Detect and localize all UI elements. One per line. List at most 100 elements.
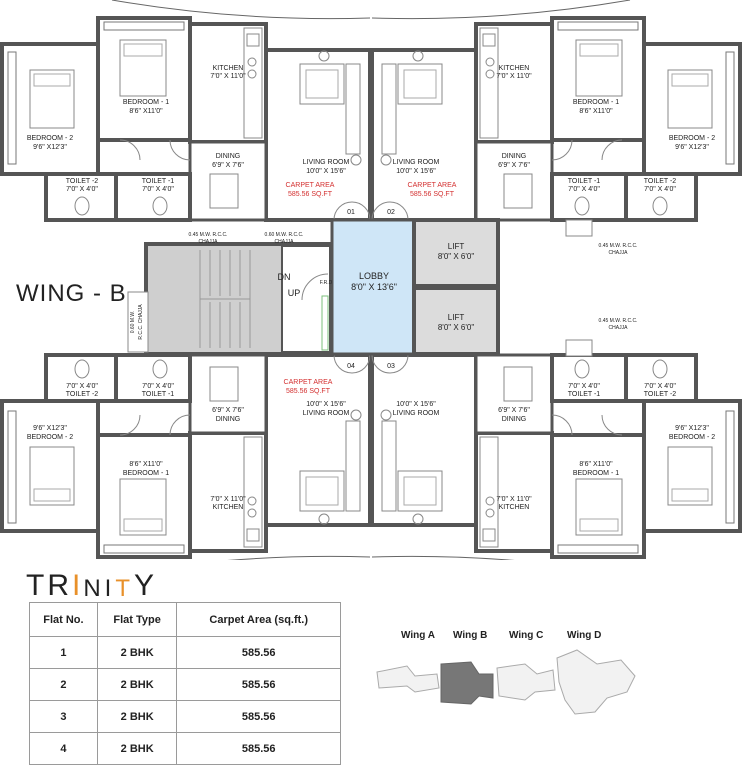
key-wing-d <box>556 649 636 715</box>
flat-02-toilet1-size-label: 7'0" X 4'0" <box>568 186 600 193</box>
carpet-area-value: 585.56 SQ.FT <box>288 191 333 198</box>
cell-carpet-area: 585.56 <box>176 700 341 733</box>
flat-02-bedroom1-label: BEDROOM - 1 <box>573 99 619 106</box>
chajja-note: 0.45 M.W. R.C.C. <box>599 318 638 324</box>
flat-03 <box>370 353 742 560</box>
flat-02-living-size-label: 10'0" X 15'6" <box>396 168 436 175</box>
chajja-note: CHAJJA <box>609 325 629 331</box>
flat-04-bedroom2-size-label: 9'6" X12'3" <box>33 425 67 432</box>
key-label-wing-c: Wing C <box>509 630 544 641</box>
flat-04-kitchen-size-label: 7'0" X 11'0" <box>210 496 246 503</box>
flat-02-bedroom2-size-label: 9'6" X12'3" <box>675 144 709 151</box>
flat-03-bedroom1-label: BEDROOM - 1 <box>573 470 619 477</box>
flat-03-kitchen-size-label: 7'0" X 11'0" <box>496 496 532 503</box>
flat-02-toilet1-label: TOILET -1 <box>568 178 601 185</box>
stair-dn-label: DN <box>278 272 291 282</box>
chajja-note: CHAJJA <box>199 239 219 245</box>
table-row: 2 2 BHK 585.56 <box>29 668 341 701</box>
cell-carpet-area: 585.56 <box>176 668 341 701</box>
flat-02-toilet2-size-label: 7'0" X 4'0" <box>644 186 676 193</box>
flat-04-living-label: LIVING ROOM <box>303 410 350 417</box>
key-wing-b <box>440 661 494 705</box>
flat-03-toilet2-size-label: 7'0" X 4'0" <box>644 383 676 390</box>
cell-flat-no: 4 <box>29 732 98 765</box>
flat-03-kitchen-label: KITCHEN <box>499 504 530 511</box>
flat-01-living-label: LIVING ROOM <box>303 159 350 166</box>
flat-04-living-size-label: 10'0" X 15'6" <box>306 401 346 408</box>
lobby <box>330 218 416 356</box>
flat-04-bedroom1-label: BEDROOM - 1 <box>123 470 169 477</box>
header-flat-type: Flat Type <box>96 602 178 637</box>
flat-02-dining-size-label: 6'9" X 7'6" <box>498 162 530 169</box>
flat-04-toilet1-label: TOILET -1 <box>142 391 175 398</box>
flat-01-kitchen-size-label: 7'0" X 11'0" <box>210 73 246 80</box>
table-row: 3 2 BHK 585.56 <box>29 700 341 733</box>
chajja-note: 0.60 M.W. R.C.C. <box>265 232 304 238</box>
flat-01-toilet1-label: TOILET -1 <box>142 178 175 185</box>
chajja-note: 0.60 M.W. <box>130 311 136 334</box>
flat-02-bedroom1-size-label: 8'6" X11'0" <box>579 108 613 115</box>
flat-01-living-size-label: 10'0" X 15'6" <box>306 168 346 175</box>
table-row: 1 2 BHK 585.56 <box>29 636 341 669</box>
flat-01-toilet2-label: TOILET -2 <box>66 178 99 185</box>
cell-flat-type: 2 BHK <box>96 732 178 765</box>
key-label-wing-b: Wing B <box>453 630 488 641</box>
carpet-area-value: 585.56 SQ.FT <box>286 388 331 395</box>
wing-title: WING - B <box>16 280 127 307</box>
key-wing-c <box>496 663 556 701</box>
flat-03-living-label: LIVING ROOM <box>393 410 440 417</box>
flat-03-toilet2-label: TOILET -2 <box>644 391 677 398</box>
flat-03-living-size-label: 10'0" X 15'6" <box>396 401 436 408</box>
flat-04-dining-label: DINING <box>216 416 241 423</box>
flat-04-toilet1-size-label: 7'0" X 4'0" <box>142 383 174 390</box>
stair-up-label: UP <box>288 288 301 298</box>
flat-04-bedroom1-size-label: 8'6" X11'0" <box>129 461 163 468</box>
flat-03-dining-size-label: 6'9" X 7'6" <box>498 407 530 414</box>
flat-01-dining-size-label: 6'9" X 7'6" <box>212 162 244 169</box>
flat-01-dining-label: DINING <box>216 153 241 160</box>
flat-04-dining-size-label: 6'9" X 7'6" <box>212 407 244 414</box>
flat-03-dining-label: DINING <box>502 416 527 423</box>
flat-02-toilet2-label: TOILET -2 <box>644 178 677 185</box>
flat-03-bedroom2-label: BEDROOM - 2 <box>669 434 715 441</box>
table-row: 4 2 BHK 585.56 <box>29 732 341 765</box>
key-label-wing-a: Wing A <box>401 630 435 641</box>
table-header-row: Flat No. Flat Type Carpet Area (sq.ft.) <box>29 602 341 637</box>
flat-number-01: 01 <box>347 209 355 216</box>
cell-flat-type: 2 BHK <box>96 700 178 733</box>
lift-1 <box>412 218 500 288</box>
header-flat-no: Flat No. <box>29 602 98 637</box>
flat-03-bedroom1-size-label: 8'6" X11'0" <box>579 461 613 468</box>
carpet-area-label: CARPET AREA <box>286 182 335 189</box>
frd-label: F.R.D <box>320 280 333 286</box>
cell-carpet-area: 585.56 <box>176 636 341 669</box>
flat-03-toilet1-size-label: 7'0" X 4'0" <box>568 383 600 390</box>
chajja-note: CHAJJA <box>609 250 629 256</box>
flat-01-kitchen-label: KITCHEN <box>213 65 244 72</box>
carpet-area-label: CARPET AREA <box>408 182 457 189</box>
chajja-note: 0.45 M.W. R.C.C. <box>189 232 228 238</box>
flat-03-toilet1-label: TOILET -1 <box>568 391 601 398</box>
flat-01-bedroom1-size-label: 8'6" X11'0" <box>129 108 163 115</box>
key-plan: Wing A Wing B Wing C Wing D <box>375 630 655 725</box>
area-table: Flat No. Flat Type Carpet Area (sq.ft.) … <box>29 602 341 765</box>
cell-carpet-area: 585.56 <box>176 732 341 765</box>
cell-flat-type: 2 BHK <box>96 636 178 669</box>
flat-01-toilet2-size-label: 7'0" X 4'0" <box>66 186 98 193</box>
carpet-area-label: CARPET AREA <box>284 379 333 386</box>
flat-02-bedroom2-label: BEDROOM - 2 <box>669 135 715 142</box>
flat-02-kitchen-label: KITCHEN <box>499 65 530 72</box>
flat-01-bedroom2-label: BEDROOM - 2 <box>27 135 73 142</box>
lift-2 <box>412 286 500 356</box>
flat-04-toilet2-label: TOILET -2 <box>66 391 99 398</box>
lift-1-label: LIFT <box>448 242 465 251</box>
flat-01-bedroom2-size-label: 9'6" X12'3" <box>33 144 67 151</box>
flat-02-dining-label: DINING <box>502 153 527 160</box>
chajja-note: 0.45 M.W. R.C.C. <box>599 243 638 249</box>
flat-03-bedroom2-size-label: 9'6" X12'3" <box>675 425 709 432</box>
carpet-area-value: 585.56 SQ.FT <box>410 191 455 198</box>
key-plan-shapes <box>376 649 636 715</box>
flat-02-living-label: LIVING ROOM <box>393 159 440 166</box>
cell-flat-type: 2 BHK <box>96 668 178 701</box>
lobby-label: LOBBY <box>359 271 389 281</box>
